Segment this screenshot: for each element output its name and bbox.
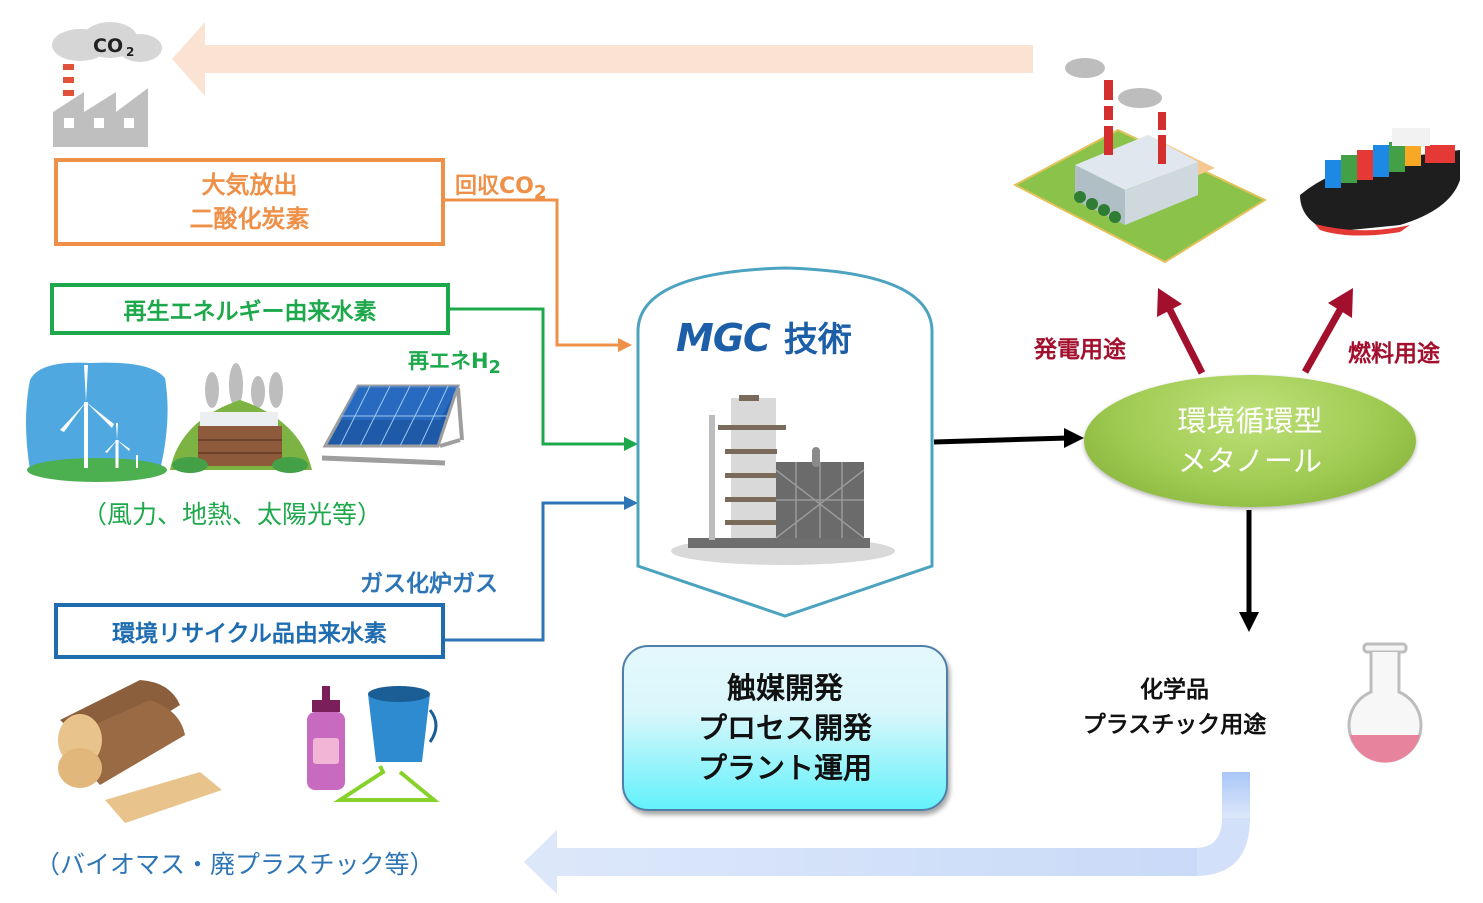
methanol-line1: 環境循環型 [1177,404,1323,438]
plastics-use-line: プラスチック用途 [1082,712,1267,738]
recycle-return-arrow [524,772,1250,894]
emission-return-arrow [172,22,1033,96]
development-box: 触媒開発 プロセス開発 プラント運用 [622,645,948,811]
renewable-hydrogen-label: 再生エネルギー由来水素 [123,299,377,325]
atmospheric-co2-line1: 大気放出 [201,171,298,199]
chemicals-line: 化学品 [1140,677,1209,703]
renewable-h2-label: 再エネH2 [408,345,501,378]
fuel-use-arrow [1301,288,1353,374]
atmospheric-co2-line2: 二酸化炭素 [189,205,310,233]
co2-connector [445,198,632,352]
circular-methanol-node: 環境循環型 メタノール [1084,375,1416,507]
flask-icon [1347,642,1423,763]
plant-operation: プラント運用 [697,751,872,785]
chemical-plant-icon [671,395,895,565]
recovered-co2-text: 回収CO [455,174,534,199]
renewable-h2-subscript: 2 [488,358,501,379]
factory-co2-icon: CO 2 [52,22,162,147]
geothermal-plant-icon [170,363,312,473]
power-use-arrow [1157,288,1206,375]
renewable-sources-caption: （風力、地熱、太陽光等） [82,500,383,529]
process-development: プロセス開発 [697,711,872,745]
co2-cloud-text: CO [93,35,123,57]
power-use-label: 発電用途 [1034,337,1126,363]
methanol-to-chemicals-arrow [1239,510,1259,632]
solar-panel-icon [321,384,464,466]
atmospheric-co2-box: 大気放出 二酸化炭素 [54,158,445,246]
power-plant-icon [1012,58,1268,264]
container-ship-icon [1300,128,1460,236]
wind-turbines-icon [26,362,168,482]
renewable-h2-connector [450,307,638,451]
recycled-hydrogen-label: 環境リサイクル品由来水素 [112,621,387,647]
process-to-methanol-arrow [933,428,1084,448]
plastic-waste-icon [307,686,440,802]
catalyst-development: 触媒開発 [726,671,843,705]
mgc-logo: MGC [676,316,771,360]
firewood-logs-icon [58,680,222,823]
renewable-hydrogen-box: 再生エネルギー由来水素 [50,283,450,335]
methanol-line2: メタノール [1177,444,1323,478]
gasifier-gas-connector [445,496,638,642]
technology-label: 技術 [783,320,852,360]
recycled-hydrogen-box: 環境リサイクル品由来水素 [54,603,445,659]
recovered-co2-subscript: 2 [533,182,547,204]
mgc-technology-title: MGC 技術 [676,312,906,361]
svg-text:2: 2 [126,45,134,59]
recovered-co2-label: 回収CO2 [455,168,547,203]
renewable-h2-text: 再エネH [408,349,489,373]
fuel-use-label: 燃料用途 [1348,341,1440,367]
recycled-sources-caption: （バイオマス・廃プラスチック等） [35,850,435,879]
gasifier-gas-label: ガス化炉ガス [360,571,498,597]
chemical-plastic-use-label: 化学品 プラスチック用途 [1052,673,1297,743]
